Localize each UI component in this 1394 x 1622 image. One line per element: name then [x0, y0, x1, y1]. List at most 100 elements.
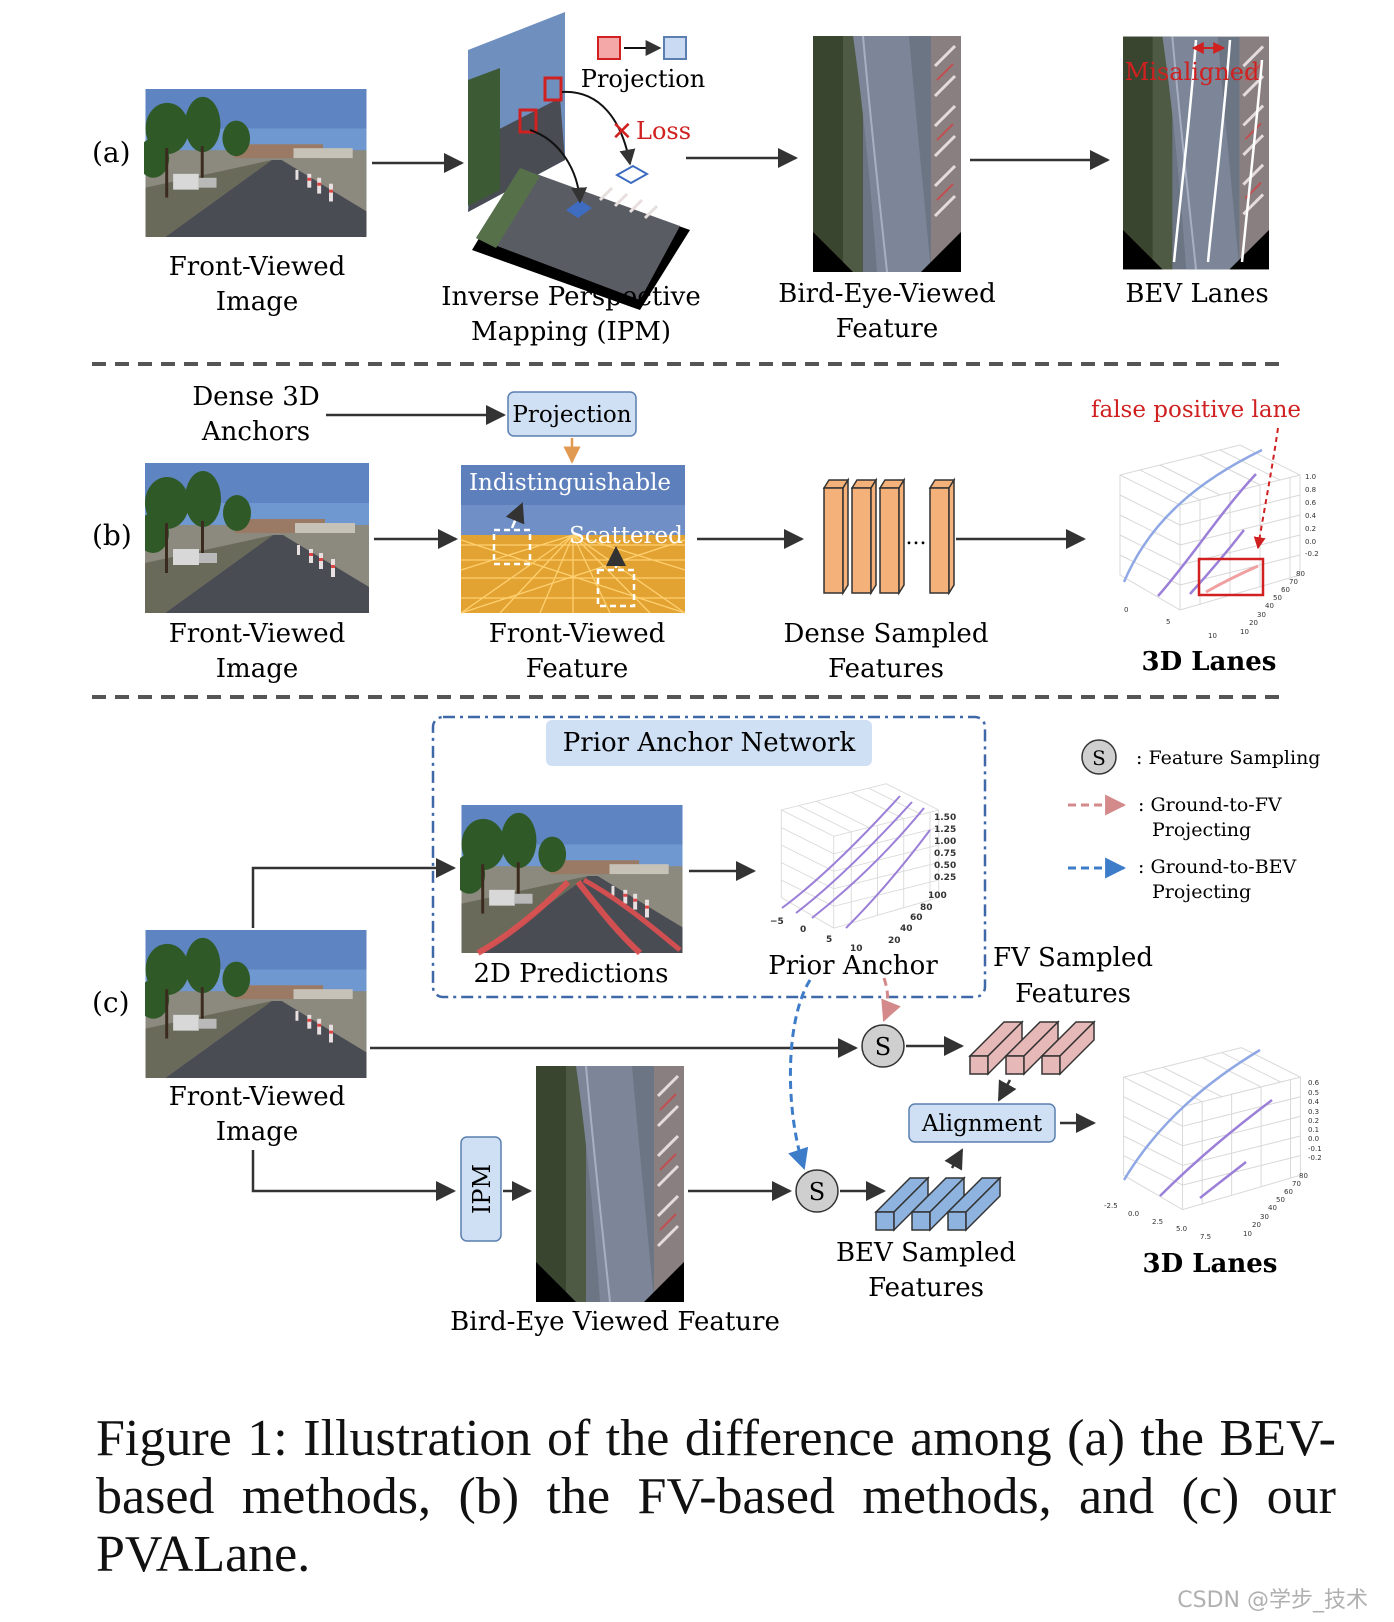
- c-tick-r4: 0.2: [1308, 1117, 1319, 1125]
- c-tick-b1: 0.0: [1128, 1210, 1139, 1218]
- fv-feature-image: Indistinguishable Scattered: [460, 465, 686, 614]
- prior-tick-b2: 5: [826, 935, 832, 945]
- fv-sampled-label-line1: FV Sampled: [993, 943, 1153, 973]
- prior-tick-r2: 1.00: [934, 837, 956, 847]
- panel-a-tag: (a): [92, 136, 131, 169]
- ground-to-bev-arrow: [788, 979, 812, 1170]
- 2d-predictions-label: 2D Predictions: [474, 959, 669, 989]
- front-view-image-a: [144, 89, 367, 237]
- fv-sampled-features: [968, 1020, 1096, 1076]
- 2d-predictions-image: [460, 805, 683, 956]
- bev-sampled-features: [874, 1176, 1002, 1232]
- b-tick-b2: 10: [1208, 632, 1217, 640]
- legend: S : Feature Sampling : Ground-to-FV Proj…: [1068, 739, 1320, 903]
- dense-sampled-label-line2: Features: [828, 654, 944, 684]
- projection-box-label: Projection: [512, 402, 631, 428]
- bev-feature-label-c: Bird-Eye Viewed Feature: [450, 1307, 780, 1337]
- scattered-label: Scattered: [569, 523, 683, 549]
- legend-sampling-label: : Feature Sampling: [1136, 747, 1320, 769]
- front-image-label-b-line1: Front-Viewed: [169, 619, 346, 649]
- lanes-3d-plot-c: 0.6 0.5 0.4 0.3 0.2 0.1 0.0 -0.1 -0.2 80…: [1104, 1047, 1322, 1241]
- b-tick-d7: 10: [1240, 628, 1249, 636]
- b-tick-b0: 0: [1124, 606, 1128, 614]
- c-tick-b4: 7.5: [1200, 1233, 1211, 1241]
- c-tick-d5: 30: [1260, 1213, 1269, 1221]
- b-tick-d2: 60: [1281, 586, 1290, 594]
- c-tick-b2: 2.5: [1152, 1218, 1163, 1226]
- arrow-c-to-network: [251, 858, 456, 928]
- legend-s-symbol: S: [1092, 746, 1106, 770]
- alignment-box: [908, 1103, 1056, 1143]
- c-tick-d1: 70: [1292, 1180, 1301, 1188]
- watermark: CSDN @学步_技术: [1177, 1588, 1368, 1613]
- c-tick-r1: 0.5: [1308, 1089, 1319, 1097]
- c-tick-r2: 0.4: [1308, 1098, 1320, 1106]
- arrow-c-to-ipm: [251, 1150, 456, 1201]
- lanes-3d-label-b: 3D Lanes: [1142, 647, 1277, 677]
- fv-feature-label-line1: Front-Viewed: [489, 619, 666, 649]
- front-image-label-c-line1: Front-Viewed: [169, 1082, 346, 1112]
- prior-tick-r5: 0.25: [934, 873, 956, 883]
- arrow-bev-to-align: [944, 1148, 964, 1171]
- c-tick-d0: 80: [1299, 1172, 1308, 1180]
- projection-target-icon: [663, 36, 687, 60]
- fv-sampler-node: [861, 1024, 905, 1068]
- indistinguishable-label: Indistinguishable: [469, 470, 671, 496]
- front-image-label-a-line1: Front-Viewed: [169, 252, 346, 282]
- loss-label: Loss: [636, 117, 691, 145]
- ground-to-fv-arrow: [881, 977, 901, 1022]
- dense-sampled-blocks: [822, 477, 956, 596]
- front-view-image-b: [145, 463, 369, 613]
- projection-source-icon: [597, 36, 621, 60]
- bev-sampler-symbol: S: [809, 1178, 825, 1206]
- b-tick-d0: 80: [1296, 570, 1305, 578]
- b-tick-b1: 5: [1166, 618, 1170, 626]
- c-tick-r8: -0.2: [1308, 1154, 1322, 1162]
- c-tick-d3: 50: [1276, 1196, 1285, 1204]
- alignment-box-label: Alignment: [921, 1111, 1043, 1137]
- b-tick-r2: 0.6: [1305, 499, 1317, 507]
- false-positive-label: false positive lane: [1091, 397, 1301, 423]
- loss-x-icon: ✕: [611, 117, 633, 147]
- prior-tick-r1: 1.25: [934, 825, 956, 835]
- front-view-image-c: [145, 930, 367, 1078]
- front-image-label-a-line2: Image: [216, 287, 298, 317]
- c-tick-d2: 60: [1284, 1188, 1293, 1196]
- b-tick-d5: 30: [1257, 611, 1266, 619]
- prior-tick-b0: −5: [770, 917, 784, 927]
- legend-bev-label-line2: Projecting: [1152, 881, 1251, 903]
- c-tick-r6: 0.0: [1308, 1135, 1319, 1143]
- b-tick-d3: 50: [1273, 594, 1282, 602]
- c-tick-d4: 40: [1268, 1204, 1277, 1212]
- dense-anchors-label-line1: Dense 3D: [192, 382, 319, 412]
- ipm-label-line1: Inverse Perspective: [441, 282, 700, 312]
- bev-lanes-image: Misaligned: [1123, 35, 1269, 271]
- blocks-ellipsis: ...: [906, 525, 927, 550]
- legend-sampling-icon: [1081, 739, 1117, 775]
- figure-caption: Figure 1: Illustration of the difference…: [96, 1410, 1336, 1583]
- b-tick-r3: 0.4: [1305, 512, 1317, 520]
- bev-sampler-node: [795, 1169, 839, 1213]
- legend-bev-label-line1: : Ground-to-BEV: [1138, 856, 1297, 878]
- bev-feature-image-a: [813, 36, 961, 272]
- panel-c: (c) Prior Anchor Network 2D Predictions …: [92, 715, 1322, 1337]
- projection-box: [507, 391, 637, 437]
- b-tick-r4: 0.2: [1305, 525, 1316, 533]
- c-tick-d7: 10: [1243, 1230, 1252, 1238]
- prior-tick-d3: 40: [900, 924, 913, 934]
- c-tick-r0: 0.6: [1308, 1079, 1320, 1087]
- bev-lanes-label: BEV Lanes: [1125, 279, 1268, 309]
- c-tick-b3: 5.0: [1176, 1225, 1187, 1233]
- b-tick-r0: 1.0: [1305, 473, 1316, 481]
- misaligned-label: Misaligned: [1125, 58, 1260, 86]
- bev-feature-label-line2: Feature: [836, 314, 939, 344]
- bev-feature-label-line1: Bird-Eye-Viewed: [778, 279, 996, 309]
- c-tick-r7: -0.1: [1308, 1145, 1322, 1153]
- ipm-illustration: ✕ Loss Projection: [468, 12, 705, 310]
- projection-label-a: Projection: [581, 65, 705, 93]
- prior-anchor-network-frame: [431, 715, 987, 999]
- prior-tick-r3: 0.75: [934, 849, 956, 859]
- ipm-box-label: IPM: [468, 1164, 496, 1214]
